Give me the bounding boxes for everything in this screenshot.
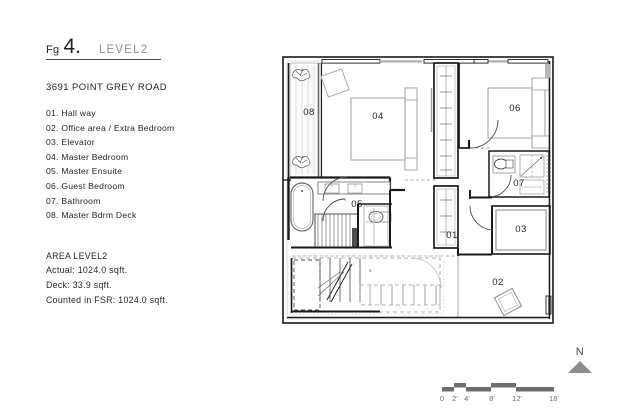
- area-deck: Deck: 33.9 sqft.: [46, 279, 112, 290]
- toilet-icon: [492, 155, 516, 174]
- sink-icon: [324, 183, 340, 194]
- door-swing: [468, 119, 499, 149]
- scale-tick-2: 2': [452, 394, 458, 403]
- deck-08-area: [289, 62, 323, 178]
- bathtub-icon: [290, 182, 314, 232]
- scale-tick-0: 0: [440, 394, 444, 403]
- north-arrow-icon: [568, 361, 592, 373]
- area-heading: AREA LEVEL2: [46, 250, 108, 261]
- svg-text:s: s: [369, 268, 372, 274]
- scale-bar-group: 0 2' 4' 8' 12' 18': [436, 378, 560, 409]
- bathroom-07: [469, 150, 551, 199]
- north-letter: N: [575, 346, 585, 358]
- list-item: 02. Office area / Extra Bedroom: [46, 121, 261, 136]
- legend-panel: Fg 4. LEVEL2 3691 POINT GREY ROAD 01. Ha…: [46, 36, 261, 307]
- room-tag-08: 08: [303, 107, 314, 118]
- master-ensuite-05: [290, 176, 392, 249]
- door-swing: [322, 198, 346, 222]
- shower-icon: [519, 154, 545, 178]
- legend-label: Office area / Extra Bedroom: [61, 122, 175, 133]
- scale-bar-svg: 0 2' 4' 8' 12' 18': [440, 383, 559, 403]
- legend-label: Master Ensuite: [61, 166, 123, 177]
- floor-plan-svg: s 08 04 06 07 05 01 03 02: [282, 56, 554, 324]
- legend-number: 01.: [46, 108, 59, 118]
- door-swing: [469, 205, 493, 231]
- room-tag-05: 05: [351, 199, 362, 210]
- figure-level-label: LEVEL2: [98, 44, 149, 56]
- legend-number: 04.: [46, 151, 59, 162]
- area-fsr: Counted in FSR: 1024.0 sqft.: [46, 294, 168, 305]
- legend-label: Hall way: [61, 108, 96, 118]
- room-tag-group: 08 04 06 07 05 01 03 02: [303, 103, 526, 288]
- closet-hatch: [314, 213, 359, 248]
- door-swing: [410, 257, 442, 289]
- list-item: 07. Bathroom: [46, 194, 261, 209]
- room-tag-07: 07: [513, 178, 524, 189]
- list-item: 01. Hall way: [46, 106, 261, 121]
- scale-tick-18: 18': [549, 394, 559, 403]
- list-item: 04. Master Bedroom: [46, 150, 261, 165]
- north-arrow-group: N: [563, 346, 597, 380]
- legend-label: Elevator: [61, 137, 95, 148]
- furniture-chair-icon: [320, 68, 350, 98]
- legend-label: Master Bedroom: [61, 151, 129, 162]
- planter-shrub-icon: [292, 155, 311, 169]
- room-tag-06: 06: [509, 103, 520, 114]
- room-legend-list: 01. Hall way 02. Office area / Extra Bed…: [46, 106, 261, 223]
- list-item: 06. Guest Bedroom: [46, 179, 261, 194]
- list-item: 08. Master Bdrm Deck: [46, 208, 261, 223]
- legend-number: 08.: [46, 210, 59, 221]
- door-swing: [488, 174, 512, 198]
- list-item: 05. Master Ensuite: [46, 164, 261, 179]
- planter-shrub-icon: [292, 68, 311, 82]
- legend-number: 07.: [46, 195, 59, 206]
- scale-tick-8: 8': [489, 394, 495, 403]
- legend-label: Guest Bedroom: [61, 180, 125, 191]
- legend-number: 03.: [46, 137, 59, 148]
- central-closet: [430, 62, 459, 249]
- sink-icon: [347, 183, 363, 194]
- area-actual: Actual: 1024.0 sqft.: [46, 265, 128, 276]
- room-tag-01: 01: [446, 230, 457, 241]
- guest-bedroom-06: [458, 63, 550, 149]
- legend-number: 05.: [46, 166, 59, 177]
- legend-label: Bathroom: [61, 195, 101, 206]
- figure-title: Fg 4. LEVEL2: [46, 36, 161, 60]
- master-bedroom-04: [320, 68, 418, 171]
- area-summary: AREA LEVEL2 Actual: 1024.0 sqft. Deck: 3…: [46, 249, 261, 307]
- office-area-02: [457, 256, 552, 318]
- project-address: 3691 POINT GREY ROAD: [46, 82, 168, 93]
- room-tag-04: 04: [372, 111, 384, 122]
- floor-plan-drawing: s 08 04 06 07 05 01 03 02: [275, 48, 565, 343]
- furniture-desk-icon: [493, 287, 523, 317]
- staircase: s: [287, 255, 445, 315]
- elevator-03: [491, 205, 551, 255]
- list-item: 03. Elevator: [46, 135, 261, 150]
- figure-number: 4.: [63, 35, 81, 58]
- door-swing: [322, 176, 348, 202]
- room-tag-02: 02: [492, 277, 503, 288]
- legend-number: 06.: [46, 180, 59, 191]
- legend-label: Master Bdrm Deck: [61, 210, 137, 221]
- room-tag-03: 03: [515, 224, 526, 235]
- figure-prefix: Fg: [46, 44, 60, 56]
- scale-tick-12: 12': [512, 394, 522, 403]
- scale-tick-4: 4': [464, 394, 470, 403]
- legend-number: 02.: [46, 122, 59, 133]
